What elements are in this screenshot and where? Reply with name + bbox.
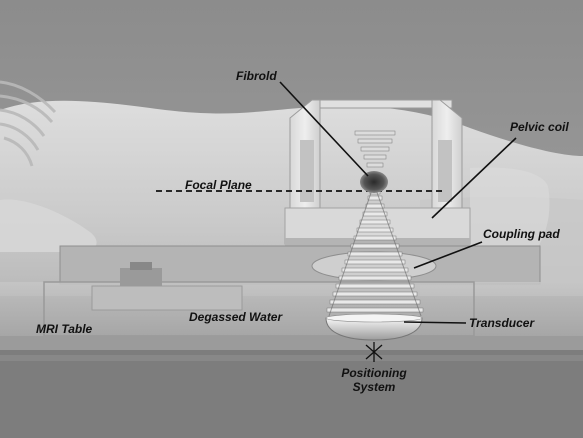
pelvic-coil-leader — [431, 137, 517, 219]
label-positioning-line1: Positioning — [341, 366, 407, 380]
patient-hair — [0, 80, 57, 167]
transducer-leader — [403, 321, 467, 324]
positioning-system-marker — [365, 342, 383, 362]
label-positioning-line2: System — [352, 380, 396, 394]
label-positioning-system: Positioning System — [334, 366, 414, 394]
label-focal-plane: Focal Plane — [185, 178, 252, 192]
label-transducer: Transducer — [469, 316, 535, 330]
patient-arm — [0, 199, 97, 252]
beam-upper — [354, 130, 396, 168]
transducer-shape — [325, 317, 423, 341]
floor-band — [0, 350, 583, 438]
label-degassed-water: Degassed Water — [189, 310, 283, 324]
mri-table — [0, 245, 583, 350]
label-mri-table: MRI Table — [36, 322, 93, 336]
fibroid-shape — [360, 171, 388, 193]
coupling-pad-leader — [413, 241, 483, 269]
label-pelvic-coil: Pelvic coil — [510, 120, 569, 134]
label-fibroid: Fibrold — [236, 69, 277, 83]
fibroid-leader — [279, 81, 369, 177]
ultrasound-beam — [326, 189, 424, 313]
label-coupling-pad: Coupling pad — [483, 227, 560, 241]
